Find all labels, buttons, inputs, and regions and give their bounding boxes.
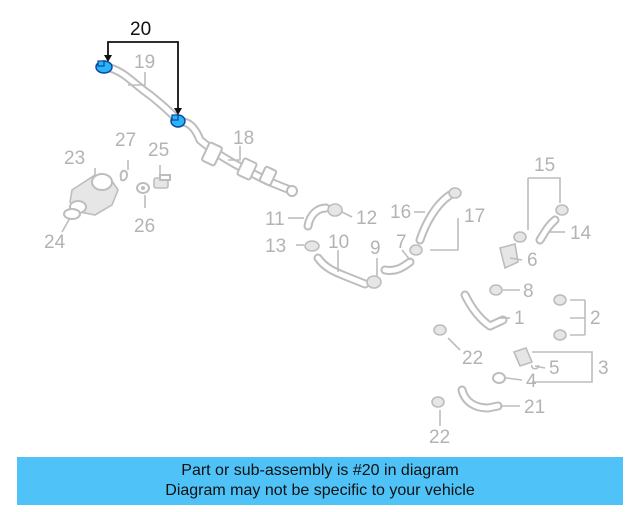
callout-20-leader: [104, 41, 182, 115]
part-15-clamp: [513, 204, 569, 243]
part-10-pipe: [313, 253, 370, 289]
part-16-hose: [415, 187, 462, 245]
part-21-hose: [457, 385, 503, 413]
part-23-thermostat-housing: [69, 173, 119, 216]
callout-18: 18: [233, 128, 254, 149]
callout-3: 3: [598, 358, 609, 379]
part-24-gasket: [63, 208, 81, 220]
part-9-clamp: [366, 275, 382, 289]
callout-9: 9: [370, 238, 381, 259]
parts-diagram: 20 19 18 27 23 25 26 24 11 12 13 10 9 16…: [44, 19, 609, 448]
part-22-clamp-upper: [433, 324, 447, 336]
part-14-hose: [535, 215, 560, 245]
banner-line-part: Part or sub-assembly is #20 in diagram: [181, 462, 459, 479]
callout-13: 13: [265, 236, 286, 257]
callout-5: 5: [549, 358, 560, 379]
callout-22-lower: 22: [429, 427, 450, 448]
part-3-fitting: [512, 347, 534, 367]
part-13-clamp: [304, 240, 320, 252]
part-7-hose: [380, 257, 415, 275]
info-banner: Part or sub-assembly is #20 in diagram D…: [17, 457, 623, 505]
callout-15: 15: [534, 155, 555, 176]
part-22-clamp-lower: [431, 396, 445, 408]
part-6-fitting: [499, 243, 519, 270]
callout-25: 25: [148, 140, 169, 161]
callout-24: 24: [44, 232, 66, 253]
part-26-washer: [136, 182, 150, 194]
callout-12: 12: [356, 208, 377, 229]
callout-4: 4: [526, 371, 537, 392]
part-27-clip: [119, 169, 129, 182]
part-1-hose: [460, 290, 508, 331]
callout-8: 8: [523, 281, 534, 302]
part-17-clamp: [409, 244, 423, 256]
callout-23: 23: [64, 148, 85, 169]
part-20-clamp-upper: [95, 60, 113, 74]
leader-lines: [61, 72, 593, 426]
part-20-clamp-lower: [170, 114, 186, 128]
part-2-clamp: [553, 294, 567, 341]
part-19-hose: [105, 63, 181, 123]
callout-22-upper: 22: [462, 348, 483, 369]
callout-7: 7: [396, 232, 407, 253]
callout-26: 26: [134, 216, 155, 237]
callout-11: 11: [265, 209, 285, 230]
callout-17: 17: [464, 206, 485, 227]
part-8-clamp: [489, 284, 503, 296]
callout-6: 6: [527, 250, 538, 271]
part-12-clamp: [327, 203, 343, 217]
part-11-hose: [303, 203, 331, 231]
part-4-washer: [492, 372, 506, 384]
callout-16: 16: [390, 202, 411, 223]
callout-2: 2: [590, 308, 601, 329]
callout-14: 14: [570, 223, 592, 244]
banner-line-disclaimer: Diagram may not be specific to your vehi…: [165, 482, 475, 499]
callout-27: 27: [115, 130, 136, 151]
callout-10: 10: [328, 232, 349, 253]
callout-19: 19: [134, 52, 155, 73]
callout-1: 1: [514, 308, 525, 329]
callout-20: 20: [130, 19, 151, 40]
callout-21: 21: [524, 397, 545, 418]
part-18-coolant-pipe: [177, 117, 298, 197]
part-25-sensor: [153, 174, 171, 189]
